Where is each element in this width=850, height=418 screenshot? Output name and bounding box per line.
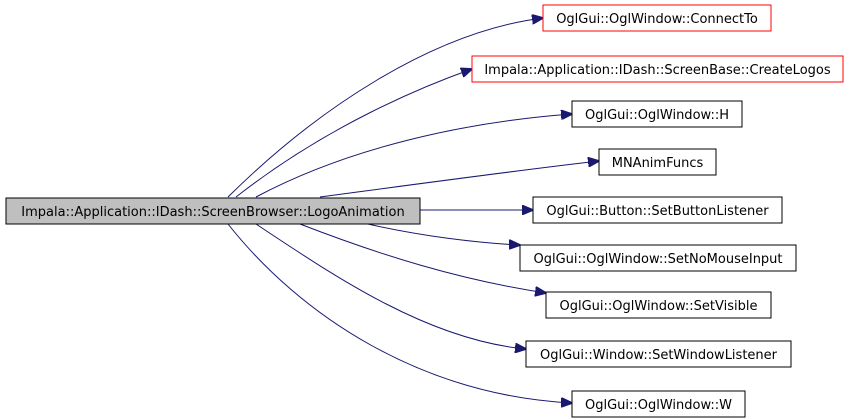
target-node-label: OglGui::OglWindow::SetVisible (560, 299, 758, 314)
target-node-setwindowlistener[interactable]: OglGui::Window::SetWindowListener (525, 340, 792, 368)
target-node-label: OglGui::OglWindow::H (585, 108, 729, 123)
edge-to-setwindowlistener (255, 223, 526, 349)
target-node-setnomouseinput[interactable]: OglGui::OglWindow::SetNoMouseInput (519, 244, 797, 272)
call-edges (227, 18, 599, 403)
edge-to-createlogos (235, 69, 472, 198)
edge-to-setvisible (299, 223, 546, 293)
target-node-setvisible[interactable]: OglGui::OglWindow::SetVisible (545, 291, 772, 319)
target-node-label: OglGui::OglWindow::W (585, 398, 732, 413)
target-node-box (571, 100, 743, 128)
target-node-connectto[interactable]: OglGui::OglWindow::ConnectTo (542, 4, 772, 32)
source-node-logoanimation[interactable]: Impala::Application::IDash::ScreenBrowse… (5, 197, 421, 225)
target-node-label: MNAnimFuncs (612, 156, 704, 171)
target-node-setbuttonlistener[interactable]: OglGui::Button::SetButtonListener (532, 196, 783, 224)
edge-to-setnomouseinput (367, 223, 520, 245)
source-node-box (5, 197, 421, 225)
target-node-box (571, 390, 746, 418)
target-node-label: OglGui::OglWindow::ConnectTo (556, 12, 758, 27)
target-node-box (542, 4, 772, 32)
target-node-label: OglGui::OglWindow::SetNoMouseInput (533, 252, 782, 267)
edge-to-h (255, 114, 572, 198)
target-node-box (519, 244, 797, 272)
target-node-box (545, 291, 772, 319)
target-node-label: OglGui::Button::SetButtonListener (546, 204, 769, 219)
target-node-box (525, 340, 792, 368)
target-node-mnanimfuncs[interactable]: MNAnimFuncs (598, 148, 717, 176)
target-nodes: OglGui::OglWindow::ConnectToImpala::Appl… (471, 4, 844, 418)
target-node-box (598, 148, 717, 176)
target-node-h[interactable]: OglGui::OglWindow::H (571, 100, 743, 128)
target-node-label: Impala::Application::IDash::ScreenBase::… (484, 63, 831, 78)
source-node-label: Impala::Application::IDash::ScreenBrowse… (21, 205, 404, 220)
target-node-label: OglGui::Window::SetWindowListener (540, 348, 778, 363)
target-node-createlogos[interactable]: Impala::Application::IDash::ScreenBase::… (471, 55, 844, 83)
edge-to-connectto (227, 18, 543, 198)
target-node-box (532, 196, 783, 224)
edge-to-mnanimfuncs (319, 161, 599, 198)
target-node-box (471, 55, 844, 83)
edge-to-w (227, 223, 572, 403)
target-node-w[interactable]: OglGui::OglWindow::W (571, 390, 746, 418)
